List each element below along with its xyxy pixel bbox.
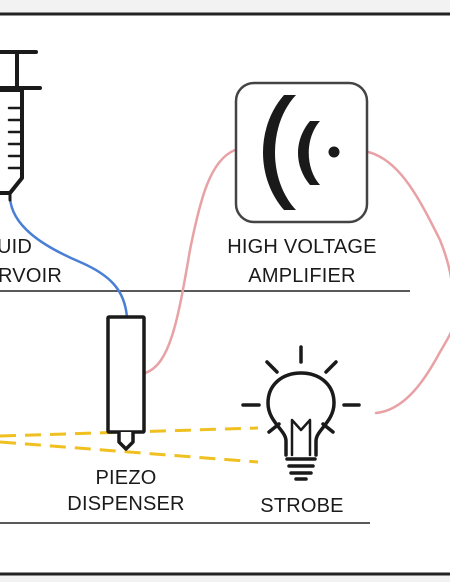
strobe-label: STROBE <box>260 495 343 517</box>
piezo-label-line2: DISPENSER <box>67 493 184 515</box>
frame-top-band <box>0 0 450 14</box>
piezo-dispenser-icon <box>106 315 146 451</box>
beam-lower-edge <box>0 440 259 464</box>
amplifier-box <box>234 81 369 224</box>
light-bulb-icon <box>241 345 361 481</box>
reservoir-label-line2: RVOIR <box>0 265 62 287</box>
wire-amplifier-to-right <box>366 150 450 280</box>
amplifier-label-line2: AMPLIFIER <box>248 265 355 287</box>
syringe-icon <box>0 50 42 202</box>
wire-amplifier-to-piezo <box>143 148 237 375</box>
wire-strobe-to-right <box>374 331 450 415</box>
amplifier-label-line1: HIGH VOLTAGE <box>227 236 376 258</box>
reservoir-label-line1: UID <box>0 236 32 258</box>
liquid-line <box>8 196 129 320</box>
sound-wave-icon <box>263 95 340 210</box>
piezo-label-line1: PIEZO <box>95 467 156 489</box>
frame-bottom-band <box>0 575 450 582</box>
